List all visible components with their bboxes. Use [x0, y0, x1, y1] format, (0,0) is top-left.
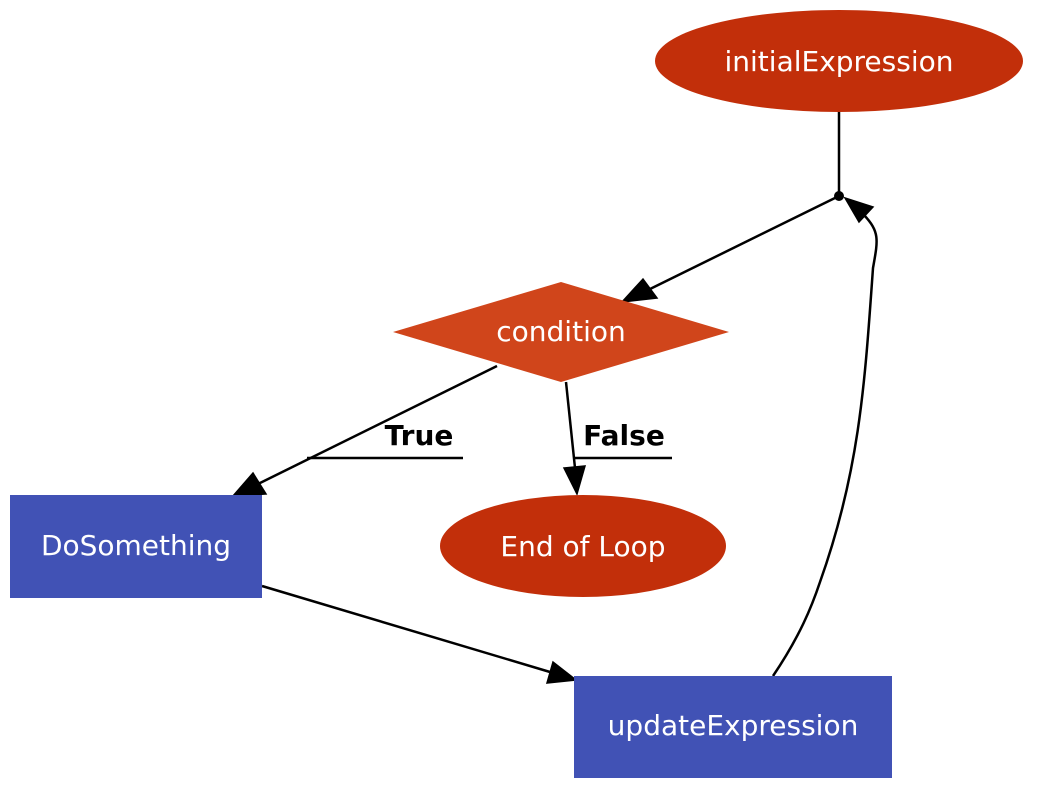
node-do-something: DoSomething [10, 495, 262, 598]
arrowhead-dosomething [231, 471, 268, 497]
node-initial-expression: initialExpression [655, 10, 1023, 112]
edge-junction-to-condition [647, 194, 840, 292]
do-something-shape [10, 495, 262, 598]
node-end-of-loop: End of Loop [440, 495, 726, 597]
edge-label-true: True [385, 419, 454, 452]
initial-expression-shape [655, 10, 1023, 112]
do-something-label: DoSomething [41, 529, 231, 562]
arrowhead-junction [843, 196, 875, 224]
edge-update-to-junction [771, 214, 878, 677]
end-of-loop-shape [440, 495, 726, 597]
edge-condition-to-end [564, 381, 577, 469]
initial-expression-label: initialExpression [725, 45, 954, 78]
arrowhead-update [545, 660, 578, 684]
update-expression-shape [574, 676, 892, 778]
update-expression-label: updateExpression [608, 709, 859, 742]
edge-condition-to-dosomething [257, 364, 498, 486]
edge-dosomething-to-update [261, 584, 551, 674]
end-of-loop-label: End of Loop [500, 530, 665, 563]
edge-label-false: False [583, 419, 665, 452]
arrowhead-end [562, 465, 587, 497]
arrowhead-condition [620, 277, 659, 303]
condition-label: condition [496, 315, 625, 348]
node-condition: condition [393, 282, 729, 382]
node-update-expression: updateExpression [574, 676, 892, 778]
condition-shape [393, 282, 729, 382]
